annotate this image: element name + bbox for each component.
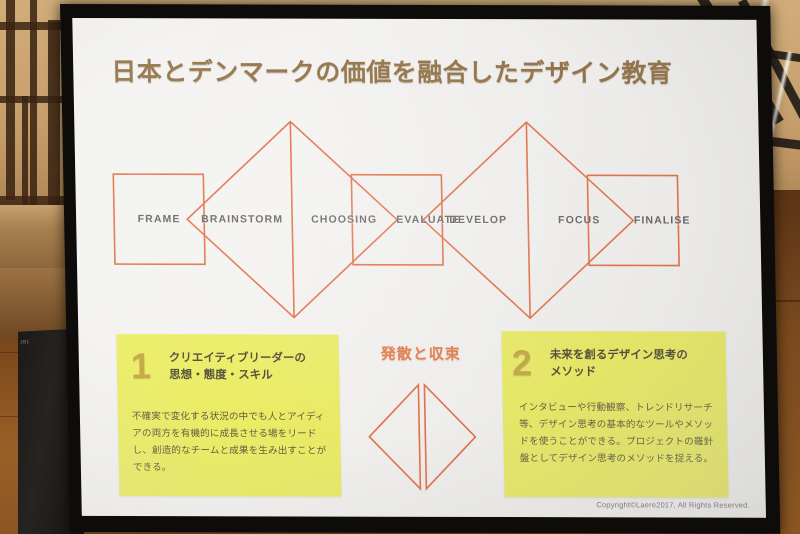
speaker-label: JBL	[20, 339, 31, 346]
process-diagram: FRAME BRAINSTORM CHOOSING EVALUATE DEVEL…	[74, 110, 762, 330]
diagram-label-frame: FRAME	[137, 213, 181, 226]
wall-trim	[0, 205, 72, 227]
projection-screen: 日本とデンマークの価値を融合したデザイン教育	[60, 4, 781, 534]
callout-heading-1: クリエイティブリーダーの思想・態度・スキル	[168, 352, 307, 382]
lattice-bar	[0, 96, 70, 103]
diagram-label-brainstorm: BRAINSTORM	[201, 213, 284, 226]
callout-number-2: 2	[511, 342, 533, 384]
diagram-label-finalise: FINALISE	[633, 214, 691, 227]
slide-title: 日本とデンマークの価値を融合したデザイン教育	[111, 58, 673, 88]
lattice-bar	[22, 96, 28, 211]
callout-box-2: 2 未来を創るデザイン思考のメソッド インタビューや行動観察、トレンドリサーチ等…	[501, 331, 729, 498]
copyright-notice: Copyright©Laere2017, All Rights Reserved…	[596, 500, 750, 510]
callout-box-1: 1 クリエイティブリーダーの思想・態度・スキル 不確実で変化する状況の中でも人と…	[116, 334, 342, 497]
diverge-converge-caption: 発散と収束	[380, 345, 461, 363]
callout-body-1: 不確実で変化する状況の中でも人とアイディアの両方を有機的に成長させる場をリードし…	[131, 411, 327, 474]
lattice-bar	[0, 196, 72, 206]
callout-number-1: 1	[130, 345, 152, 387]
lattice-bar	[48, 20, 60, 210]
callout-body-2: インタビューや行動観察、トレンドリサーチ等、デザイン思考の基本的なツールやメソッ…	[518, 402, 714, 465]
diagram-label-develop: DEVELOP	[449, 213, 508, 227]
diverge-converge-diamond	[365, 381, 479, 493]
callout-heading-2: 未来を創るデザイン思考のメソッド	[549, 349, 688, 379]
presentation-slide: 日本とデンマークの価値を融合したデザイン教育	[72, 18, 766, 518]
diagram-label-focus: FOCUS	[558, 214, 601, 227]
diagram-label-choosing: CHOOSING	[311, 213, 378, 226]
lattice-bar	[0, 22, 70, 30]
